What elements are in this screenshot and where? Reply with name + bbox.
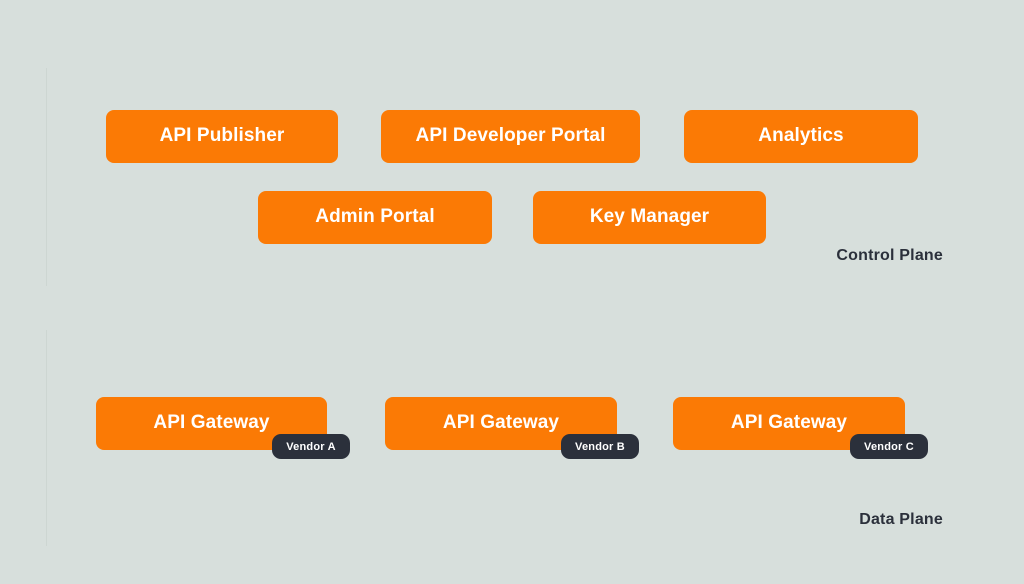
vendor-badge-a[interactable]: Vendor A — [272, 434, 350, 459]
node-api-gateway-a[interactable]: API Gateway — [96, 397, 327, 450]
control-plane-label: Control Plane — [836, 247, 943, 264]
data-plane-divider-line — [46, 330, 47, 546]
node-analytics[interactable]: Analytics — [684, 110, 918, 163]
vendor-badge-c[interactable]: Vendor C — [850, 434, 928, 459]
node-api-gateway-b[interactable]: API Gateway — [385, 397, 617, 450]
node-key-manager[interactable]: Key Manager — [533, 191, 766, 244]
vendor-badge-b[interactable]: Vendor B — [561, 434, 639, 459]
node-api-developer-portal[interactable]: API Developer Portal — [381, 110, 640, 163]
node-admin-portal[interactable]: Admin Portal — [258, 191, 492, 244]
node-api-publisher[interactable]: API Publisher — [106, 110, 338, 163]
data-plane-label: Data Plane — [859, 511, 943, 528]
control-plane-divider-line — [46, 68, 47, 286]
